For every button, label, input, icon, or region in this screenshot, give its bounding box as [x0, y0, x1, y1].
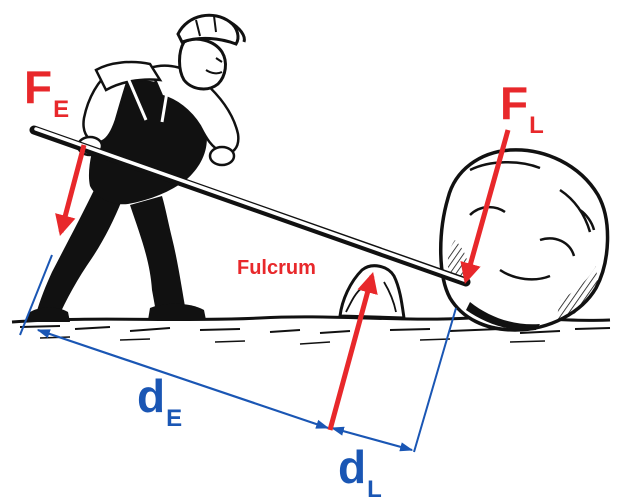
load-force-arrow — [460, 129, 511, 285]
load-distance-line — [330, 426, 414, 452]
load-distance-label: dL — [338, 441, 382, 500]
fulcrum-stone — [338, 264, 406, 320]
distance-markers — [19, 254, 457, 453]
effort-reference-line — [19, 254, 53, 336]
load-reference-line — [413, 307, 457, 453]
effort-force-arrow — [55, 144, 87, 237]
effort-force-subscript: E — [53, 96, 70, 123]
effort-distance-subscript: E — [166, 405, 183, 432]
load-force-symbol: F — [500, 77, 529, 129]
load-force-label: FL — [500, 77, 544, 138]
force-arrows — [55, 129, 511, 431]
effort-force-symbol: F — [24, 61, 53, 113]
effort-distance-symbol: d — [137, 370, 166, 422]
fulcrum-force-arrow — [327, 271, 378, 431]
effort-force-label: FE — [24, 61, 69, 122]
effort-distance-label: dE — [137, 370, 182, 431]
load-distance-symbol: d — [338, 441, 367, 493]
load-force-subscript: L — [529, 112, 544, 139]
effort-distance-line — [36, 328, 330, 430]
lever-bar — [29, 125, 471, 287]
fulcrum-label: Fulcrum — [237, 257, 316, 279]
rock — [438, 148, 610, 332]
load-distance-subscript: L — [367, 476, 382, 500]
